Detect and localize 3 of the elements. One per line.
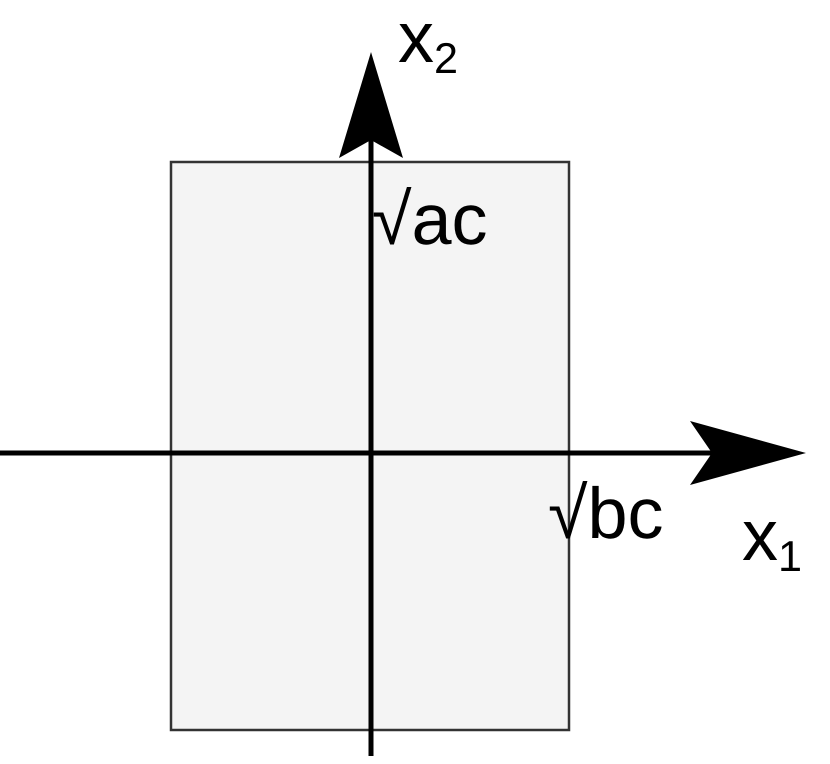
axis-label: x$_{1}$: [742, 500, 802, 579]
axis-label: x$_{2}$: [398, 2, 458, 81]
axis-value-label: √ac: [372, 184, 488, 256]
